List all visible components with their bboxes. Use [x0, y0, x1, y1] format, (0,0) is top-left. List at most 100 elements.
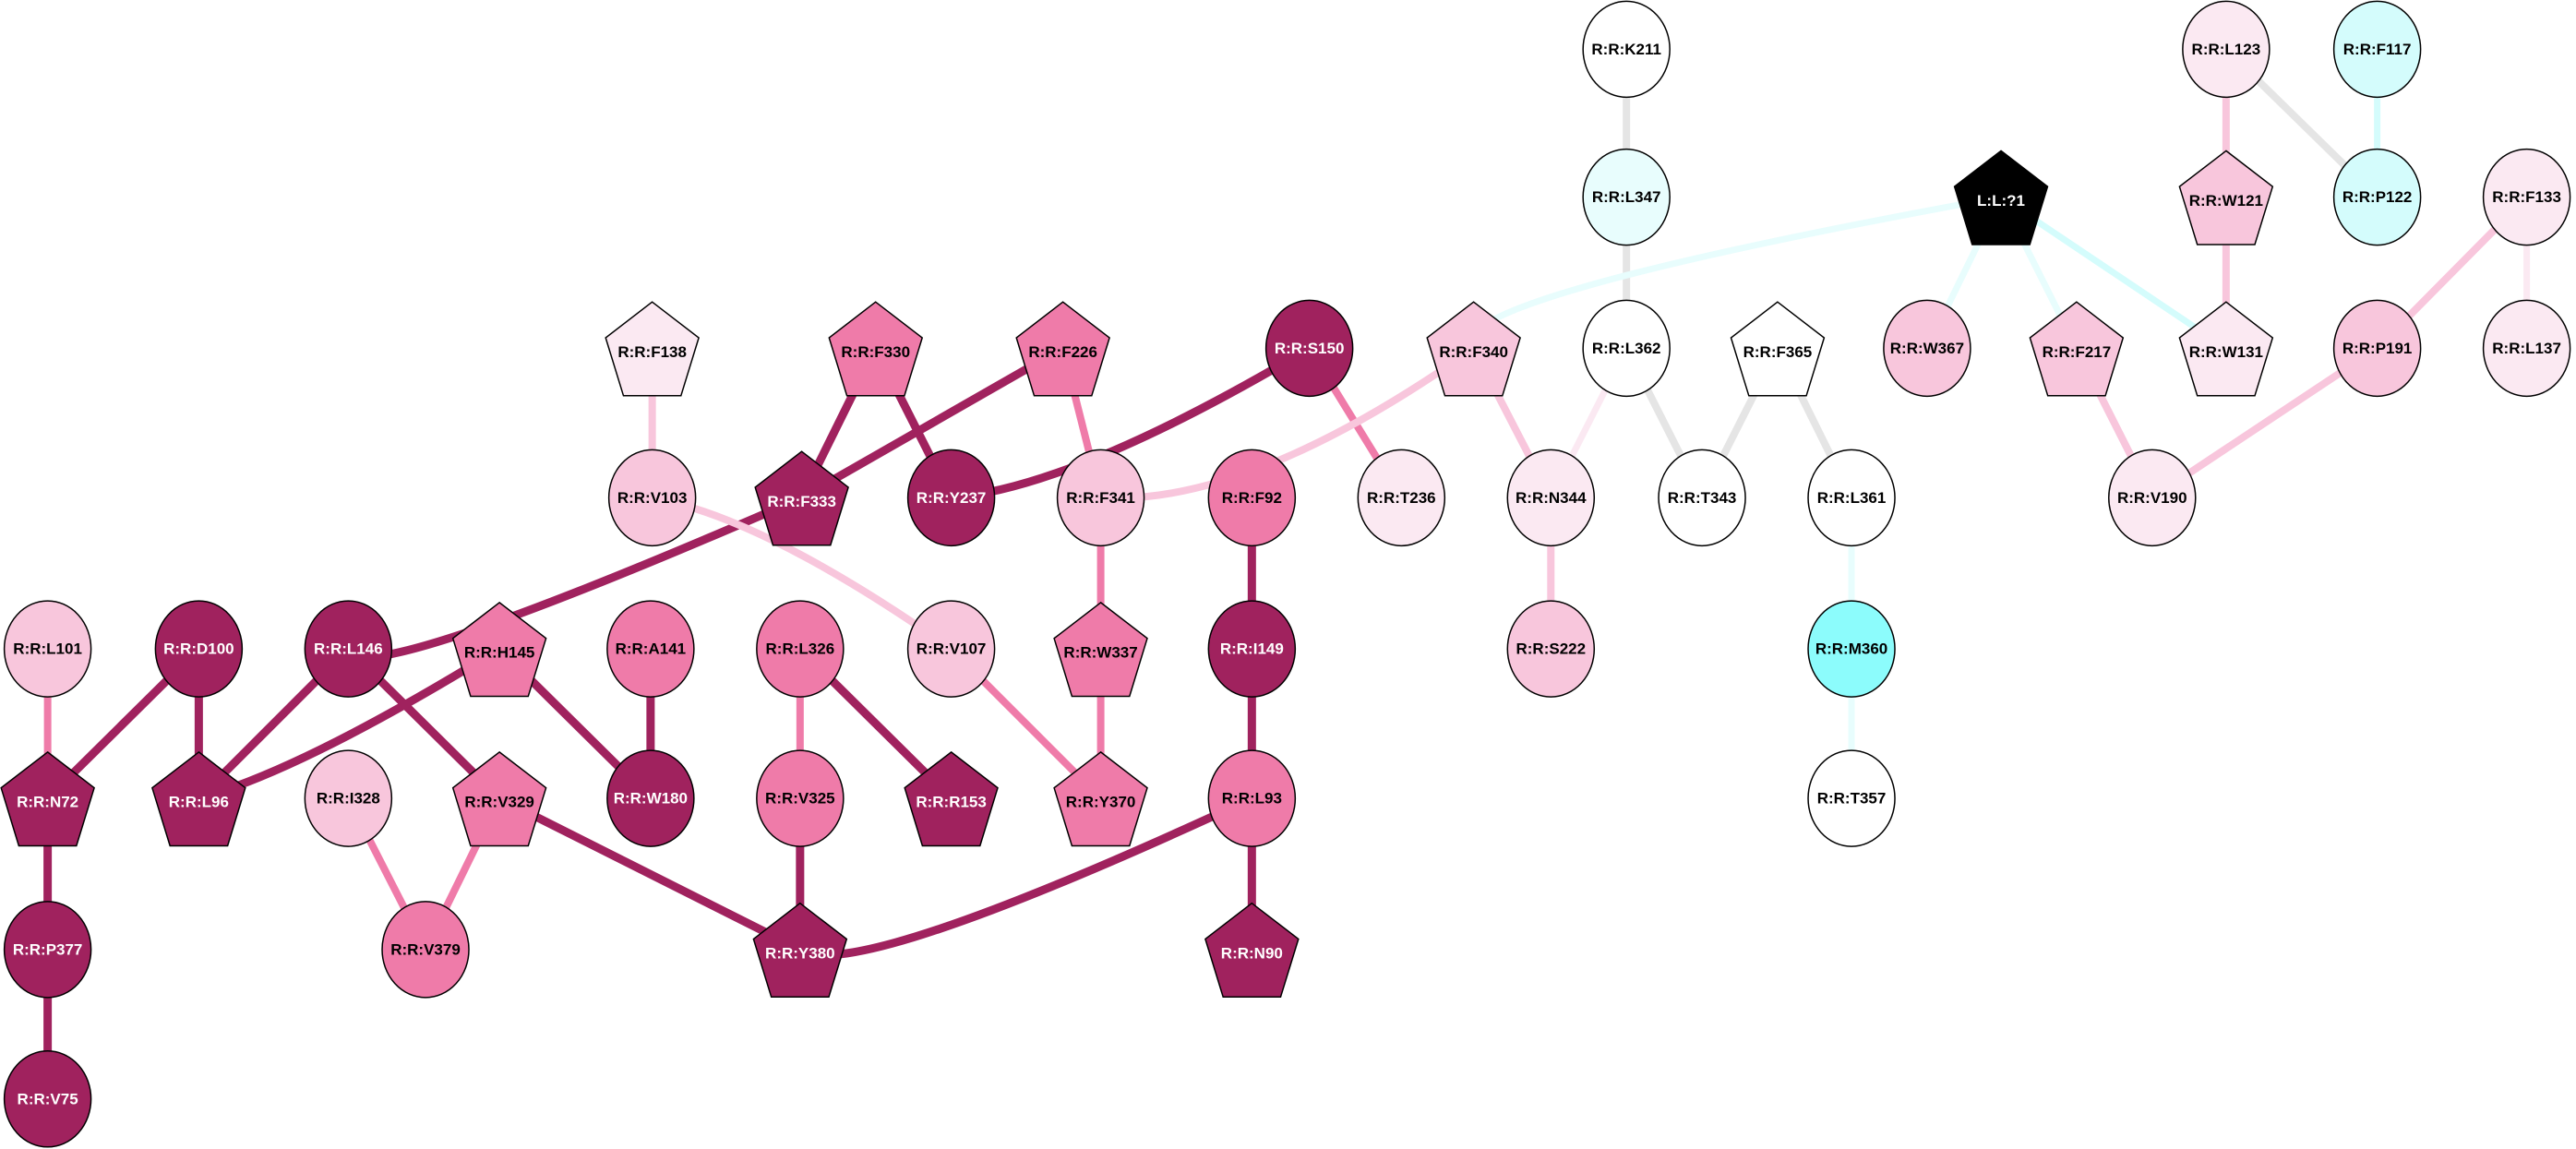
- node-label: R:R:N344: [1516, 489, 1587, 507]
- node-n90[interactable]: R:R:N90: [1204, 902, 1300, 999]
- node-pentagon-shape: [2178, 150, 2274, 245]
- node-label: R:R:M360: [1815, 640, 1887, 658]
- node-y370[interactable]: R:R:Y370: [1053, 750, 1148, 847]
- node-r153[interactable]: R:R:R153: [904, 750, 999, 847]
- node-v107[interactable]: R:R:V107: [906, 600, 996, 698]
- node-pentagon-shape: [1426, 301, 1521, 397]
- node-s222[interactable]: R:R:S222: [1506, 600, 1596, 698]
- node-label: R:R:L361: [1817, 489, 1887, 507]
- node-label: R:R:L326: [766, 640, 835, 658]
- node-f226[interactable]: R:R:F226: [1015, 301, 1110, 397]
- node-f138[interactable]: R:R:F138: [605, 301, 700, 397]
- node-l93[interactable]: R:R:L93: [1207, 749, 1297, 847]
- node-v379[interactable]: R:R:V379: [381, 901, 470, 999]
- node-label: R:R:I149: [1220, 640, 1284, 658]
- node-m360[interactable]: R:R:M360: [1807, 600, 1896, 698]
- node-label: R:R:N72: [17, 794, 78, 811]
- node-i149[interactable]: R:R:I149: [1207, 600, 1297, 698]
- node-circle-shape: [381, 901, 470, 999]
- node-f92[interactable]: R:R:F92: [1207, 449, 1297, 547]
- node-label: R:R:T343: [1668, 489, 1737, 507]
- node-w180[interactable]: R:R:W180: [606, 749, 695, 847]
- node-label: R:R:L362: [1592, 340, 1661, 357]
- node-l123[interactable]: R:R:L123: [2182, 0, 2270, 99]
- node-circle-shape: [1807, 449, 1896, 547]
- node-f217[interactable]: R:R:F217: [2029, 301, 2125, 397]
- node-f365[interactable]: R:R:F365: [1730, 301, 1826, 397]
- node-p377[interactable]: R:R:P377: [3, 901, 92, 999]
- node-v190[interactable]: R:R:V190: [2108, 449, 2197, 547]
- node-circle-shape: [3, 1050, 92, 1148]
- node-v325[interactable]: R:R:V325: [756, 749, 845, 847]
- node-circle-shape: [607, 449, 697, 547]
- node-pentagon-shape: [752, 902, 848, 999]
- node-t236[interactable]: R:R:T236: [1357, 449, 1446, 547]
- node-label: R:R:I328: [317, 790, 380, 808]
- node-circle-shape: [3, 600, 92, 698]
- edge-l93-y380: [797, 794, 1254, 960]
- node-l137[interactable]: R:R:L137: [2482, 299, 2571, 398]
- node-p122[interactable]: R:R:P122: [2332, 148, 2422, 246]
- node-l96[interactable]: R:R:L96: [151, 750, 246, 847]
- node-f330[interactable]: R:R:F330: [828, 301, 924, 397]
- node-h145[interactable]: R:R:H145: [451, 601, 547, 698]
- node-circle-shape: [1883, 299, 1971, 398]
- node-pentagon-shape: [1730, 301, 1826, 397]
- node-l146[interactable]: R:R:L146: [304, 600, 393, 698]
- node-circle-shape: [906, 600, 996, 698]
- node-label: R:R:S150: [1275, 340, 1345, 357]
- node-circle-shape: [906, 449, 996, 547]
- node-k211[interactable]: R:R:K211: [1582, 0, 1671, 99]
- node-v75[interactable]: R:R:V75: [3, 1050, 92, 1148]
- node-v329[interactable]: R:R:V329: [451, 750, 547, 847]
- node-w121[interactable]: R:R:W121: [2178, 150, 2274, 245]
- node-v103[interactable]: R:R:V103: [607, 449, 697, 547]
- node-label: R:R:V103: [617, 489, 688, 507]
- node-label: R:R:F333: [767, 493, 836, 510]
- node-label: R:R:V379: [390, 940, 461, 958]
- node-label: R:R:L93: [1222, 790, 1282, 808]
- node-label: R:R:F365: [1743, 343, 1813, 361]
- node-label: L:L:?1: [1977, 192, 2025, 209]
- node-circle-shape: [1582, 148, 1671, 246]
- node-label: R:R:F138: [617, 343, 687, 361]
- node-label: R:R:W337: [1063, 644, 1137, 662]
- node-circle-shape: [304, 600, 393, 698]
- node-l362[interactable]: R:R:L362: [1582, 299, 1671, 398]
- node-y380[interactable]: R:R:Y380: [752, 902, 848, 999]
- node-s150[interactable]: R:R:S150: [1264, 299, 1354, 398]
- node-y237[interactable]: R:R:Y237: [906, 449, 996, 547]
- node-f341[interactable]: R:R:F341: [1056, 449, 1145, 547]
- node-label: R:R:L146: [314, 640, 383, 658]
- node-f133[interactable]: R:R:F133: [2482, 148, 2571, 246]
- node-circle-shape: [1582, 0, 1671, 99]
- node-n344[interactable]: R:R:N344: [1506, 449, 1596, 547]
- node-label: R:R:F217: [2043, 343, 2112, 361]
- node-n72[interactable]: R:R:N72: [0, 750, 95, 847]
- node-w367[interactable]: R:R:W367: [1883, 299, 1971, 398]
- node-w337[interactable]: R:R:W337: [1053, 601, 1148, 698]
- node-label: R:R:A141: [616, 640, 687, 658]
- node-f340[interactable]: R:R:F340: [1426, 301, 1521, 397]
- node-i328[interactable]: R:R:I328: [304, 749, 393, 847]
- node-l101[interactable]: R:R:L101: [3, 600, 92, 698]
- node-d100[interactable]: R:R:D100: [154, 600, 244, 698]
- node-t343[interactable]: R:R:T343: [1658, 449, 1746, 547]
- node-l326[interactable]: R:R:L326: [756, 600, 845, 698]
- edge-f226-f333: [799, 344, 1065, 502]
- node-label: R:R:N90: [1221, 944, 1283, 962]
- node-w131[interactable]: R:R:W131: [2178, 301, 2274, 397]
- node-l347[interactable]: R:R:L347: [1582, 148, 1671, 246]
- node-f117[interactable]: R:R:F117: [2332, 0, 2422, 99]
- node-label: R:R:L101: [13, 640, 82, 658]
- edge-lig-w131: [1999, 194, 2228, 352]
- node-pentagon-shape: [605, 301, 700, 397]
- node-a141[interactable]: R:R:A141: [606, 600, 695, 698]
- node-circle-shape: [3, 901, 92, 999]
- node-f333[interactable]: R:R:F333: [754, 450, 849, 546]
- node-lig[interactable]: L:L:?1: [1953, 150, 2049, 245]
- node-l361[interactable]: R:R:L361: [1807, 449, 1896, 547]
- node-label: R:R:F330: [841, 343, 910, 361]
- node-p191[interactable]: R:R:P191: [2332, 299, 2422, 398]
- node-t357[interactable]: R:R:T357: [1807, 749, 1896, 847]
